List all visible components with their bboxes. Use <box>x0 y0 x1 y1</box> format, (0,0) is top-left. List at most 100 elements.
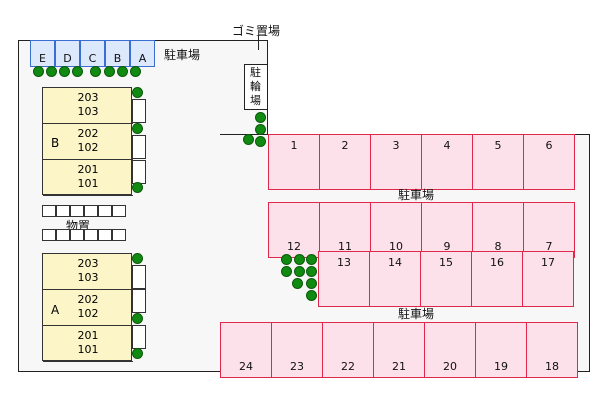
storage-unit <box>112 205 126 217</box>
parking-space: 21 <box>373 322 425 378</box>
building-a: 203 103 202 102 201 101 A <box>42 253 133 362</box>
unit-upper: 203 <box>77 257 99 270</box>
storage-unit <box>42 229 56 241</box>
storage-unit <box>56 205 70 217</box>
storage-unit <box>98 205 112 217</box>
blue-space: E <box>30 40 55 67</box>
unit-lower: 101 <box>77 343 99 356</box>
building-label: A <box>51 303 60 317</box>
tree-icon <box>132 313 143 324</box>
storage-unit <box>56 229 70 241</box>
parking-space: 8 <box>472 202 524 258</box>
blue-space: B <box>105 40 130 67</box>
tree-icon <box>255 112 266 123</box>
storage-unit <box>112 229 126 241</box>
unit-lower: 103 <box>77 271 99 284</box>
tree-icon <box>294 266 305 277</box>
bicycle-label: 駐 輪 場 <box>250 66 261 107</box>
parking-space: 7 <box>523 202 575 258</box>
unit-pair: 202 102 <box>43 124 133 160</box>
tree-icon <box>306 254 317 265</box>
tree-icon <box>243 134 254 145</box>
bicycle-parking <box>244 64 268 110</box>
unit-pair: 203 103 <box>43 88 133 124</box>
unit-lower: 102 <box>77 141 99 154</box>
parking-space: 22 <box>322 322 374 378</box>
parking-label-mid: 駐車場 <box>398 188 435 202</box>
balcony <box>132 160 146 184</box>
unit-lower: 101 <box>77 177 99 190</box>
parking-space: 5 <box>472 134 524 190</box>
tree-icon <box>117 66 128 77</box>
building-label: B <box>51 136 60 150</box>
storage-unit <box>84 205 98 217</box>
unit-pair: 201 101 <box>43 160 133 196</box>
blue-space: A <box>130 40 155 67</box>
tree-icon <box>90 66 101 77</box>
tree-icon <box>281 254 292 265</box>
unit-upper: 203 <box>77 91 99 104</box>
unit-lower: 102 <box>77 307 99 320</box>
parking-space: 13 <box>318 251 370 307</box>
tree-icon <box>281 266 292 277</box>
parking-space: 20 <box>424 322 476 378</box>
parking-row-4: 24 23 22 21 20 19 18 <box>220 322 578 378</box>
balcony <box>132 135 146 159</box>
parking-space: 4 <box>421 134 473 190</box>
tree-icon <box>33 66 44 77</box>
tree-icon <box>59 66 70 77</box>
garbage-label: ゴミ置場 <box>232 24 281 38</box>
garbage-pointer <box>258 36 259 50</box>
parking-label-bottom: 駐車場 <box>398 307 435 321</box>
parking-space: 12 <box>268 202 320 258</box>
tree-icon <box>255 136 266 147</box>
storage-unit <box>84 229 98 241</box>
balcony <box>132 289 146 313</box>
parking-space: 24 <box>220 322 272 378</box>
unit-pair: 203 103 <box>43 254 133 290</box>
parking-row-2: 12 11 10 9 8 7 <box>268 202 575 258</box>
tree-icon <box>130 66 141 77</box>
unit-lower: 103 <box>77 105 99 118</box>
balcony <box>132 325 146 349</box>
tree-icon <box>104 66 115 77</box>
storage-unit <box>98 229 112 241</box>
tree-icon <box>132 182 143 193</box>
blue-space: C <box>80 40 105 67</box>
unit-upper: 202 <box>77 127 99 140</box>
tree-icon <box>46 66 57 77</box>
tree-icon <box>132 348 143 359</box>
parking-space: 2 <box>319 134 371 190</box>
parking-space: 1 <box>268 134 320 190</box>
tree-icon <box>132 123 143 134</box>
parking-label-top-left: 駐車場 <box>164 48 201 62</box>
balcony <box>132 265 146 289</box>
parking-space: 16 <box>471 251 523 307</box>
storage-row-top <box>42 205 126 217</box>
parking-space: 9 <box>421 202 473 258</box>
unit-upper: 201 <box>77 329 99 342</box>
parking-row-3: 13 14 15 16 17 <box>318 251 574 307</box>
unit-pair: 201 101 <box>43 326 133 362</box>
parking-space: 18 <box>526 322 578 378</box>
parking-space: 14 <box>369 251 421 307</box>
parking-space: 15 <box>420 251 472 307</box>
parking-space: 11 <box>319 202 371 258</box>
tree-icon <box>294 254 305 265</box>
balcony <box>132 99 146 123</box>
storage-unit <box>70 205 84 217</box>
parking-space: 3 <box>370 134 422 190</box>
tree-icon <box>132 87 143 98</box>
storage-row-bottom <box>42 229 126 241</box>
parking-space: 17 <box>522 251 574 307</box>
unit-upper: 201 <box>77 163 99 176</box>
parking-space: 23 <box>271 322 323 378</box>
parking-space: 6 <box>523 134 575 190</box>
tree-icon <box>72 66 83 77</box>
parking-space: 10 <box>370 202 422 258</box>
storage-unit <box>70 229 84 241</box>
unit-upper: 202 <box>77 293 99 306</box>
parking-space: 19 <box>475 322 527 378</box>
tree-icon <box>255 124 266 135</box>
storage-unit <box>42 205 56 217</box>
